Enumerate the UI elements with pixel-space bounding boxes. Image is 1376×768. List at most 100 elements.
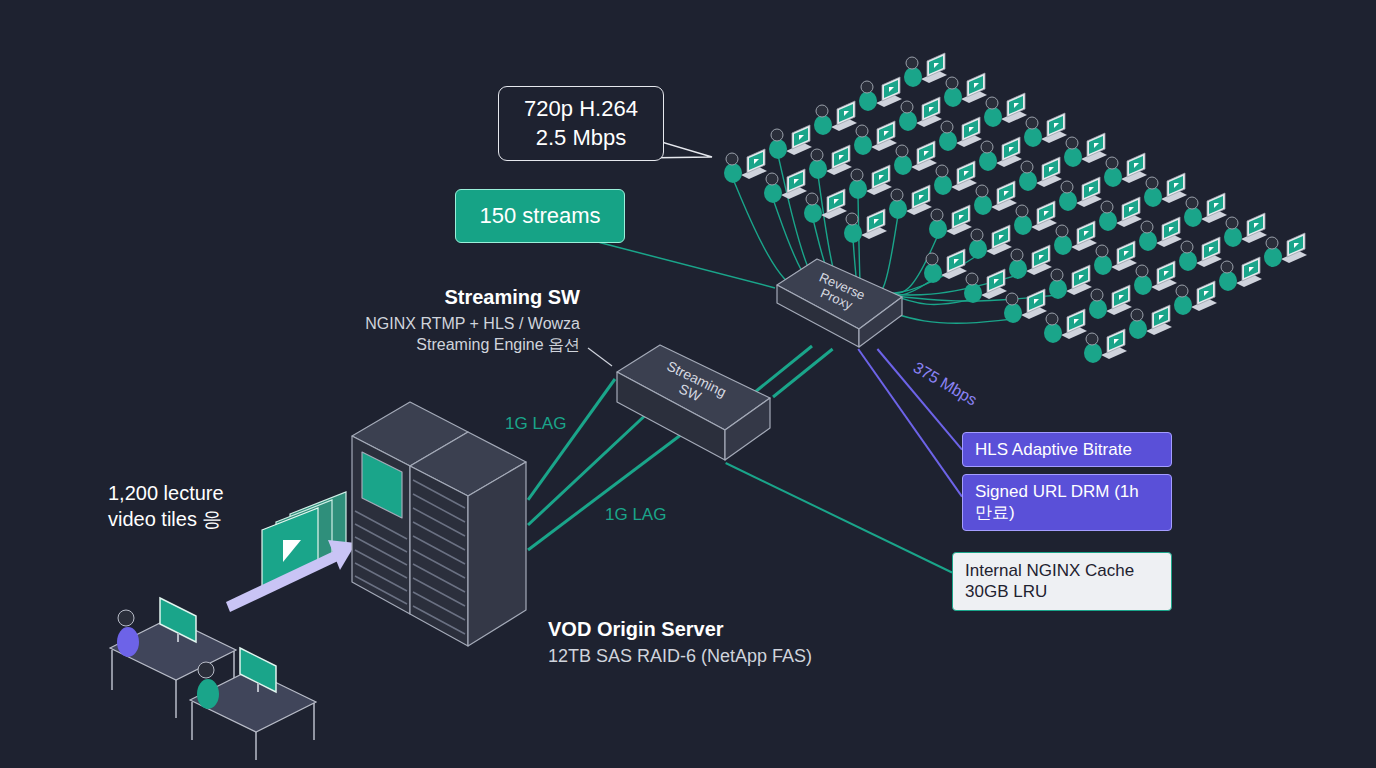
person-body <box>1059 191 1077 211</box>
screen-video <box>1114 288 1128 306</box>
student-icon <box>1264 233 1307 267</box>
laptop-screen <box>1042 157 1060 181</box>
person-body <box>894 155 912 175</box>
person-head <box>1061 181 1073 193</box>
laptop-screen <box>747 149 765 173</box>
screen-video <box>874 168 888 186</box>
cache-tag: Internal NGINX Cache 30GB LRU <box>952 552 1172 611</box>
screen-video <box>1249 216 1263 234</box>
play-icon <box>889 87 894 92</box>
person-body <box>904 67 922 87</box>
student-icon <box>849 165 892 199</box>
screen-video <box>1004 140 1018 158</box>
person-head <box>966 273 978 285</box>
person-head <box>1026 117 1038 129</box>
laptop-screen <box>967 73 985 97</box>
play-icon <box>964 171 969 176</box>
person-head <box>1096 245 1108 257</box>
person-head <box>766 173 778 185</box>
server-spec: 12TB SAS RAID-6 (NetApp FAS) <box>548 646 812 667</box>
person-body <box>974 195 992 215</box>
screen-video <box>1204 240 1218 258</box>
laptop-screen <box>1007 93 1025 117</box>
screen-video <box>1199 284 1213 302</box>
person-head <box>1141 221 1153 233</box>
person-body <box>1144 187 1162 207</box>
screen-video <box>994 228 1008 246</box>
laptop-screen <box>1002 137 1020 161</box>
screen-video <box>749 152 763 170</box>
laptop-screen <box>1287 233 1305 257</box>
student-icon <box>764 169 807 203</box>
person-body <box>889 199 907 219</box>
person-head <box>1046 313 1058 325</box>
student-icon <box>1144 173 1187 207</box>
block-face <box>859 297 902 347</box>
person-head <box>851 169 863 181</box>
screen-video <box>969 76 983 94</box>
screen-video <box>1119 244 1133 262</box>
play-icon <box>999 235 1004 240</box>
person-body <box>1184 207 1202 227</box>
person-body <box>854 135 872 155</box>
person-head <box>1051 269 1063 281</box>
person-head <box>771 129 783 141</box>
screen-video <box>1029 292 1043 310</box>
rack-slot <box>355 576 407 604</box>
desk-leg <box>175 680 177 718</box>
laptop-screen <box>792 125 810 149</box>
play-icon <box>1209 247 1214 252</box>
tag-text: Signed URL DRM (1h 만료) <box>975 481 1159 524</box>
student-icon <box>1224 213 1267 247</box>
play-icon <box>1094 143 1099 148</box>
proxy-block: Reverse Proxy <box>775 255 903 349</box>
play-icon <box>884 131 889 136</box>
play-icon <box>969 127 974 132</box>
screen-video <box>839 104 853 122</box>
person-head <box>901 101 913 113</box>
person-head <box>936 165 948 177</box>
screen-video <box>949 252 963 270</box>
screen-video <box>954 208 968 226</box>
monitor <box>160 598 196 642</box>
feature-tag: Signed URL DRM (1h 만료) <box>962 474 1172 531</box>
play-icon <box>1119 295 1124 300</box>
screen-video <box>1169 176 1183 194</box>
rack-slot <box>413 494 465 522</box>
desk-leg <box>255 732 257 760</box>
student-icon <box>724 149 767 183</box>
laptop-screen <box>987 269 1005 293</box>
person-body <box>764 183 782 203</box>
link-line <box>858 349 962 497</box>
server-rack: VOD Origin Server12TB SAS RAID-6 (NetApp… <box>350 400 528 648</box>
person-body <box>1014 215 1032 235</box>
person-head <box>931 209 943 221</box>
person-body <box>944 87 962 107</box>
screen-video <box>884 80 898 98</box>
play-icon <box>1214 203 1219 208</box>
person-body <box>814 115 832 135</box>
person-body <box>1094 255 1112 275</box>
person-head <box>1066 137 1078 149</box>
person-head <box>1226 217 1238 229</box>
person-head <box>1016 205 1028 217</box>
student-icon <box>929 205 972 239</box>
person-body <box>1174 295 1192 315</box>
play-icon <box>1254 223 1259 228</box>
screen-video <box>794 128 808 146</box>
screen-video <box>1109 332 1123 350</box>
student-icon <box>889 185 932 219</box>
play-icon <box>844 111 849 116</box>
student-icon <box>1024 113 1067 147</box>
laptop-screen <box>1207 193 1225 217</box>
rack-slot <box>355 511 407 539</box>
person-head <box>1136 265 1148 277</box>
laptop-screen <box>912 185 930 209</box>
laptop-screen <box>1117 241 1135 265</box>
student-icon <box>1089 285 1132 319</box>
monitor-stand <box>257 683 259 692</box>
laptop-screen <box>832 145 850 169</box>
tag-text: HLS Adaptive Bitrate <box>975 439 1159 460</box>
laptop-screen <box>1202 237 1220 261</box>
play-icon <box>1034 299 1039 304</box>
